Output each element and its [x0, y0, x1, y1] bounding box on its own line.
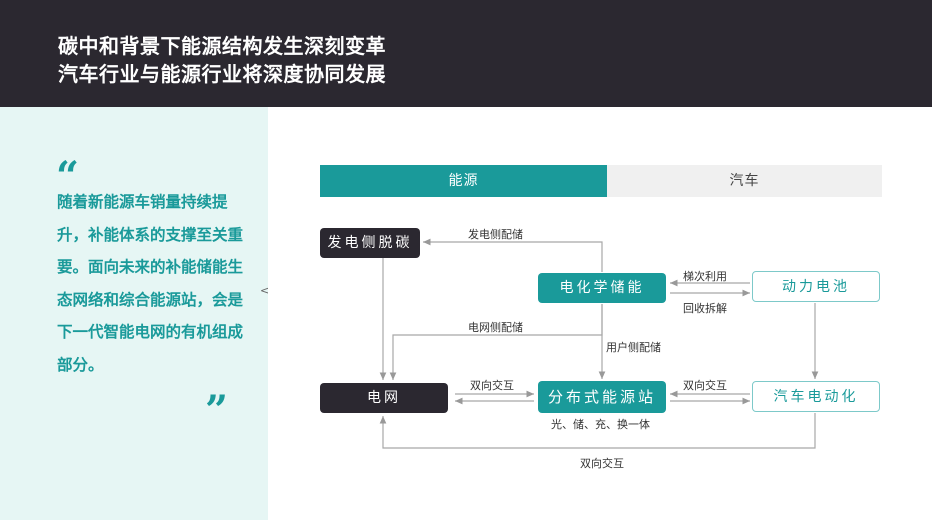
node-grid: 电网	[320, 383, 448, 413]
edge-gen-storage	[423, 238, 603, 272]
label-cascade: 梯次利用	[683, 270, 727, 283]
label-gen-storage: 发电侧配储	[468, 228, 523, 241]
label-user-storage: 用户侧配储	[606, 341, 661, 354]
edge-bottom-loop	[379, 413, 816, 449]
label-grid-storage: 电网侧配储	[468, 321, 523, 334]
label-bidir-right: 双向交互	[683, 379, 727, 392]
node-ev: 汽车电动化	[752, 381, 880, 412]
tab-energy[interactable]: 能源	[320, 165, 607, 197]
open-quote-icon: “	[56, 153, 80, 200]
quote-panel	[0, 107, 268, 520]
tab-auto[interactable]: 汽车	[607, 165, 882, 197]
title-line-1: 碳中和背景下能源结构发生深刻变革	[58, 34, 386, 58]
node-power-battery: 动力电池	[752, 271, 880, 302]
collapse-arrow-icon[interactable]: <	[260, 284, 270, 297]
label-recycle: 回收拆解	[683, 302, 727, 315]
quote-text: 随着新能源车销量持续提升，补能体系的支撑至关重要。面向未来的补能储能生态网络和综…	[57, 193, 244, 374]
header-bar: 碳中和背景下能源结构发生深刻变革 汽车行业与能源行业将深度协同发展	[0, 0, 932, 107]
title-line-2: 汽车行业与能源行业将深度协同发展	[58, 62, 386, 86]
label-station-desc: 光、储、充、换一体	[551, 418, 650, 431]
label-bidir-left: 双向交互	[470, 379, 514, 392]
label-bidir-bottom: 双向交互	[580, 457, 624, 470]
node-distributed: 分布式能源站	[538, 381, 666, 413]
node-gen-side: 发电侧脱碳	[320, 228, 420, 258]
close-quote-icon: ”	[205, 387, 229, 434]
edge-grid-storage	[389, 304, 603, 380]
node-electrochem: 电化学储能	[538, 273, 666, 303]
